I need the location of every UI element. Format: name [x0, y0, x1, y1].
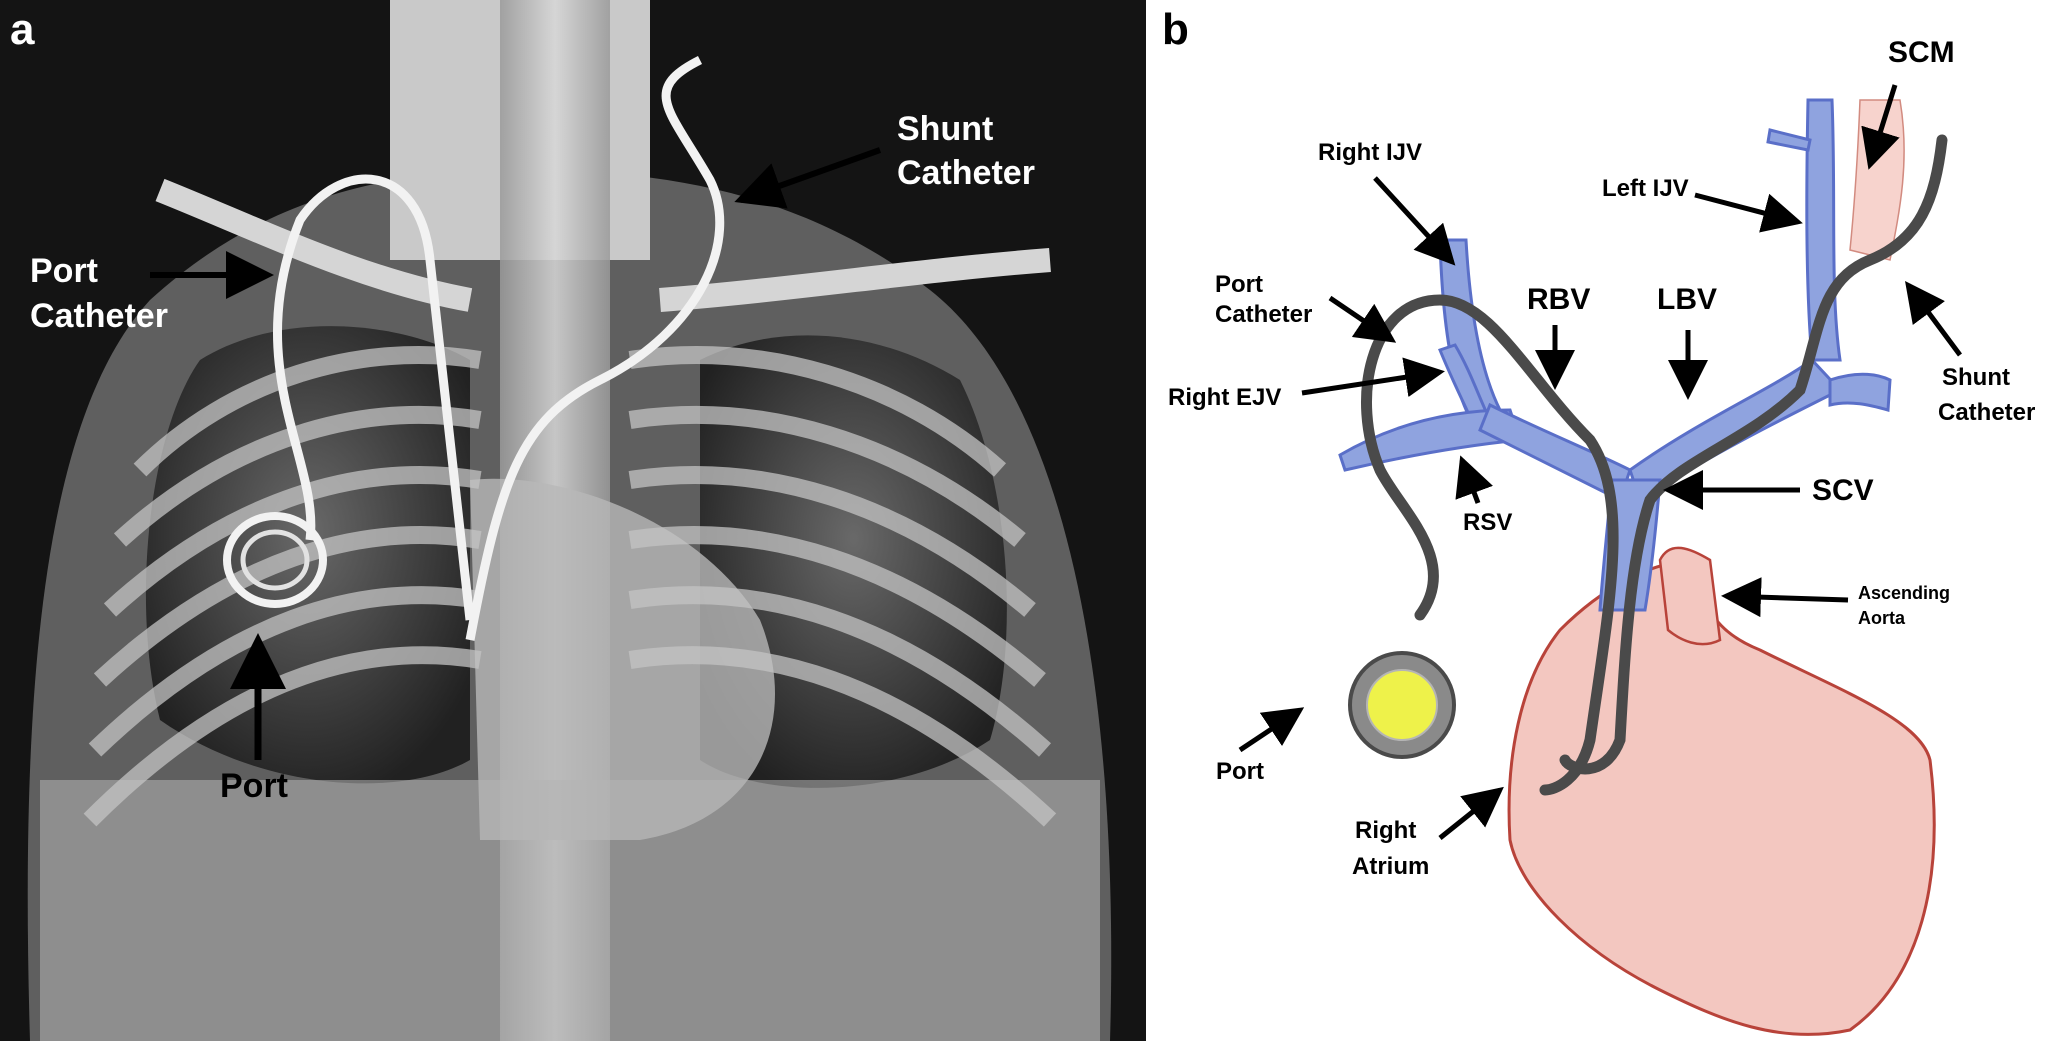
right-atrium-label-line1: Right: [1355, 817, 1416, 844]
shunt-catheter-label-b-line2: Catheter: [1938, 399, 2035, 426]
right-ejv-arrow: [1301, 357, 1445, 398]
panel-b-letter: b: [1162, 5, 1189, 54]
panel-a-xray: a Shunt Catheter Port Catheter Port: [0, 0, 1146, 1041]
left-ijv-arrow: [1694, 192, 1803, 233]
shunt-catheter-label-a-line1: Shunt: [897, 110, 993, 148]
rbv-label: RBV: [1527, 283, 1590, 316]
port-catheter-label-a-line2: Catheter: [30, 297, 168, 335]
scm-label: SCM: [1888, 36, 1955, 69]
right-ijv-label: Right IJV: [1318, 139, 1422, 166]
port-catheter-line: [1361, 294, 1619, 796]
left-ijv-label: Left IJV: [1602, 175, 1689, 202]
shunt-catheter-arrow-b: [1905, 280, 1963, 357]
right-ejv-label: Right EJV: [1168, 384, 1281, 411]
lbv-label: LBV: [1657, 283, 1717, 316]
ascending-aorta: [1658, 546, 1722, 646]
port-catheter-arrow-b: [1328, 295, 1397, 343]
rsv-label: RSV: [1463, 509, 1512, 536]
panel-divider: [1146, 0, 1150, 1041]
panel-a-letter: a: [10, 5, 35, 54]
port-catheter-label-a-line1: Port: [30, 252, 98, 290]
ascending-aorta-arrow: [1721, 577, 1849, 618]
port-label-b: Port: [1216, 758, 1264, 785]
catheters: [1361, 134, 1948, 796]
left-ijv-branch: [1766, 128, 1812, 152]
shunt-catheter-line: [1559, 134, 1948, 775]
right-atrium-label-line2: Atrium: [1352, 853, 1429, 880]
scv-label: SCV: [1812, 474, 1874, 507]
scm-arrow: [1861, 84, 1900, 170]
right-atrium-arrow: [1438, 786, 1504, 840]
port-arrow-b: [1238, 707, 1305, 753]
shunt-catheter-label-a-line2: Catheter: [897, 154, 1035, 192]
panel-b-diagram: b SCM Righ: [1150, 0, 2052, 1041]
right-ijv-arrow: [1373, 176, 1456, 266]
shunt-catheter-label-b-line1: Shunt: [1942, 364, 2010, 391]
port-label-a: Port: [220, 767, 288, 805]
port-catheter-label-b-line1: Port: [1215, 271, 1263, 298]
port-catheter-label-b-line2: Catheter: [1215, 301, 1312, 328]
xray-port: [223, 512, 327, 608]
rsv-arrow: [1455, 455, 1493, 504]
ascending-aorta-label-line2: Aorta: [1858, 608, 1906, 628]
port-device: [1348, 651, 1456, 759]
shunt-catheter-arrow-a: [734, 147, 882, 209]
left-subclavian-vein: [1828, 372, 1892, 412]
ascending-aorta-label-line1: Ascending: [1858, 583, 1950, 603]
